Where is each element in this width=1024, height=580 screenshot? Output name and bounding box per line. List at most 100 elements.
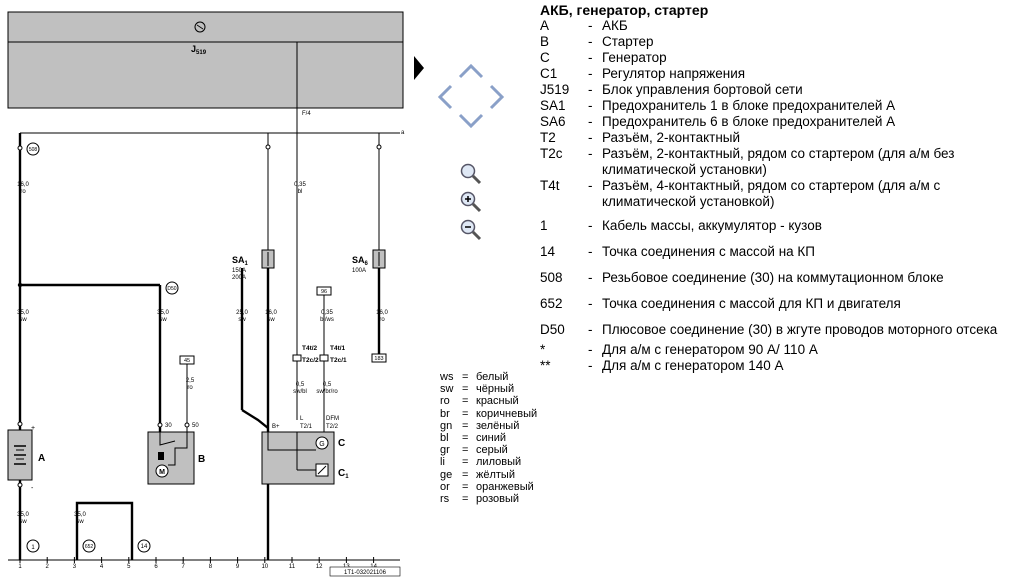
color-code-item: ro=красный: [440, 395, 537, 407]
svg-text:sw/br/ro: sw/br/ro: [316, 389, 338, 395]
color-eq: =: [462, 419, 469, 432]
sa1-label: SA1: [232, 255, 249, 267]
svg-text:183: 183: [374, 356, 383, 362]
track-numbers: 1234567891011121314: [18, 557, 378, 570]
legend-item: C1-Регулятор напряжения: [540, 66, 1020, 82]
legend-desc: АКБ: [602, 18, 628, 33]
color-eq: =: [462, 493, 469, 506]
legend-dash: -: [588, 146, 593, 161]
svg-text:DFM: DFM: [326, 416, 339, 422]
svg-text:sw: sw: [19, 519, 27, 525]
legend-code: C: [540, 50, 550, 65]
legend-item: T2-Разъём, 2-контактный: [540, 130, 1020, 146]
legend-desc: Разъём, 4-контактный, рядом со стартером…: [602, 178, 941, 209]
legend-code: SA1: [540, 98, 566, 113]
zoom-in-icon[interactable]: [459, 190, 483, 214]
legend-code: T2: [540, 130, 556, 145]
svg-text:508: 508: [29, 147, 38, 153]
legend-code: 652: [540, 296, 563, 311]
legend-item: 652-Точка соединения с массой для КП и д…: [540, 296, 1020, 312]
legend-code: D50: [540, 322, 565, 337]
color-code-item: bl=синий: [440, 432, 537, 444]
svg-text:T2/1: T2/1: [300, 424, 313, 430]
legend-code: C1: [540, 66, 558, 81]
svg-text:35,0: 35,0: [17, 512, 29, 518]
color-code: rs: [440, 493, 450, 506]
legend-code: 14: [540, 244, 556, 259]
legend-desc: Для а/м с генератором 90 А/ 110 А: [602, 342, 818, 357]
svg-text:652: 652: [85, 544, 94, 550]
svg-text:sw: sw: [267, 317, 275, 323]
color-code: or: [440, 480, 450, 493]
svg-text:96: 96: [321, 289, 327, 295]
track-number: 3: [73, 564, 77, 570]
play-arrow-icon[interactable]: [413, 55, 425, 81]
svg-text:T4t/2: T4t/2: [302, 345, 318, 352]
legend-code: **: [540, 358, 551, 373]
starter-b: [147, 431, 195, 485]
color-eq: =: [462, 456, 469, 469]
zoom-out-icon[interactable]: [459, 218, 483, 242]
nav-left-icon[interactable]: [436, 83, 454, 111]
color-eq: =: [462, 468, 469, 481]
svg-text:D50: D50: [167, 286, 176, 292]
zoom-icon[interactable]: [459, 162, 483, 186]
legend-desc: Блок управления бортовой сети: [602, 82, 803, 97]
svg-text:0,5: 0,5: [323, 382, 332, 388]
legend-item: 14-Точка соединения с массой на КП: [540, 244, 1020, 260]
color-code-item: gr=серый: [440, 444, 537, 456]
svg-text:100A: 100A: [352, 268, 366, 274]
nav-right-icon[interactable]: [488, 83, 506, 111]
legend-item: **-Для а/м с генератором 140 А: [540, 358, 1020, 374]
legend-desc: Предохранитель 6 в блоке предохранителей…: [602, 114, 896, 129]
color-code: bl: [440, 432, 449, 445]
track-number: 11: [289, 564, 296, 570]
color-code-item: ws=белый: [440, 371, 537, 383]
legend-dash: -: [588, 296, 593, 311]
svg-text:16,0: 16,0: [265, 310, 277, 316]
legend-title: АКБ, генератор, стартер: [540, 2, 709, 18]
color-name: жёлтый: [476, 468, 515, 481]
wiring-diagram: J519 F/4 a 508 16,0 ro 35,0 sw + - A 35,…: [7, 11, 405, 577]
svg-text:16,0: 16,0: [17, 182, 29, 188]
color-code: li: [440, 456, 445, 469]
svg-text:sw: sw: [19, 317, 27, 323]
ref-183: [371, 353, 387, 363]
legend-code: 508: [540, 270, 563, 285]
legend-desc: Резьбовое соединение (30) на коммутацион…: [602, 270, 944, 285]
color-code: ge: [440, 468, 453, 481]
color-eq: =: [462, 371, 469, 383]
svg-text:T2c/1: T2c/1: [330, 357, 347, 364]
legend-dash: -: [588, 218, 593, 233]
svg-text:T2c/2: T2c/2: [302, 357, 319, 364]
j519-module-block: [7, 11, 404, 109]
nav-up-icon[interactable]: [457, 62, 485, 80]
sa6-label: SA6: [352, 255, 369, 267]
svg-text:+: +: [31, 425, 35, 432]
module-pin-label: F/4: [302, 111, 311, 117]
legend-item: SA6-Предохранитель 6 в блоке предохранит…: [540, 114, 1020, 130]
svg-text:L: L: [300, 416, 304, 422]
legend-dash: -: [588, 50, 593, 65]
color-name: серый: [476, 444, 508, 457]
legend-desc: Стартер: [602, 34, 654, 49]
legend-code: B: [540, 34, 550, 49]
track-number: 4: [100, 564, 104, 570]
ref-1: [26, 539, 40, 553]
legend-item: 1-Кабель массы, аккумулятор - кузов: [540, 218, 1020, 234]
color-name: лиловый: [476, 456, 522, 469]
legend-dash: -: [588, 342, 593, 357]
track-number: 9: [236, 564, 240, 570]
svg-text:bl/ws: bl/ws: [320, 317, 334, 323]
color-name: зелёный: [476, 419, 520, 432]
legend-item: T4t-Разъём, 4-контактный, рядом со старт…: [540, 178, 1020, 210]
nav-down-icon[interactable]: [457, 112, 485, 130]
legend-item: SA1-Предохранитель 1 в блоке предохранит…: [540, 98, 1020, 114]
svg-text:sw: sw: [76, 519, 84, 525]
svg-text:14: 14: [141, 544, 148, 550]
svg-text:1: 1: [31, 545, 35, 551]
color-name: белый: [476, 371, 509, 383]
svg-text:45: 45: [184, 358, 190, 364]
svg-text:150A: 150A: [232, 268, 246, 274]
legend-dash: -: [588, 358, 593, 373]
